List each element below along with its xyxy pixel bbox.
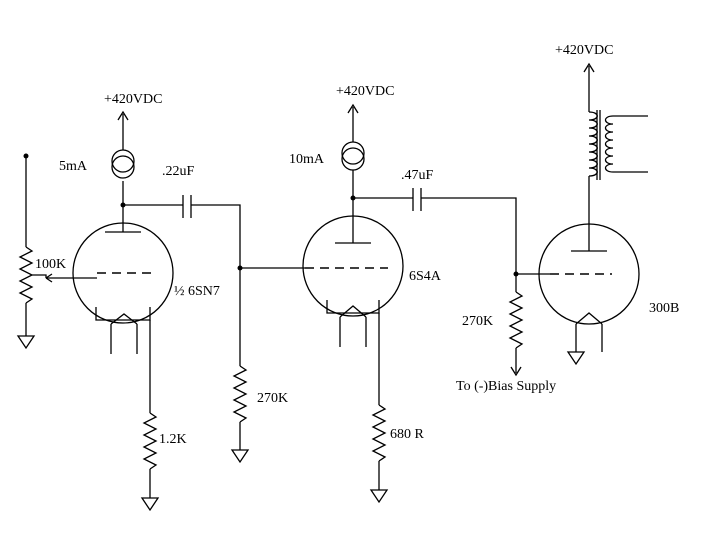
- cathode-resistor-1-label: 1.2K: [159, 432, 187, 447]
- current-source-2: [341, 103, 365, 171]
- supply-label-1: +420VDC: [104, 92, 162, 107]
- grid-resistor-3-label: 270K: [462, 314, 493, 329]
- current-label-1: 5mA: [59, 159, 88, 174]
- cathode-resistor-2-label: 680 R: [390, 427, 425, 442]
- capacitor-label-2: .47uF: [401, 168, 434, 183]
- input-node: [23, 153, 29, 247]
- current-label-2: 10mA: [289, 152, 325, 167]
- tube-v1-6sn7: [45, 222, 174, 354]
- coupling-capacitor-2: [353, 188, 550, 277]
- capacitor-label-1: .22uF: [162, 164, 195, 179]
- tube-v1-label: ½ 6SN7: [174, 284, 220, 299]
- grid-resistor-2-label: 270K: [257, 391, 288, 406]
- tube-v2-label: 6S4A: [409, 269, 442, 284]
- pot-label: 100K: [35, 257, 66, 272]
- supply-label-3: +420VDC: [555, 43, 613, 58]
- output-transformer: [583, 62, 648, 251]
- supply-label-2: +420VDC: [336, 84, 394, 99]
- plate-wire-v1: [120, 181, 126, 232]
- current-source-1: [111, 110, 135, 179]
- grid-resistor-2: [230, 268, 250, 464]
- tube-v3-300b: [538, 223, 640, 366]
- bias-supply-label: To (-)Bias Supply: [456, 379, 556, 394]
- plate-wire-v2: [350, 170, 356, 243]
- ground-symbol: [16, 335, 36, 350]
- tube-v3-label: 300B: [649, 301, 679, 316]
- grid-resistor-3: [508, 274, 524, 377]
- volume-potentiometer: [18, 246, 47, 336]
- coupling-capacitor-1: [123, 195, 305, 271]
- cathode-resistor-1: [140, 320, 160, 512]
- cathode-resistor-2: [369, 313, 389, 504]
